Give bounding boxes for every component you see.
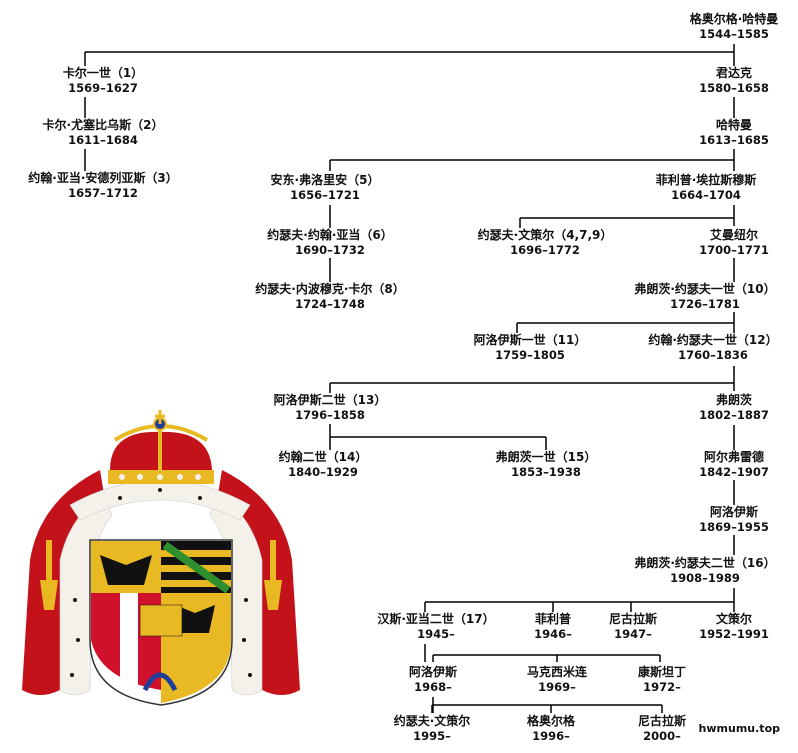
- person-johann-ii: 约翰二世（14）1840–1929: [278, 450, 368, 479]
- person-alois-i: 阿洛伊斯一世（11）1759–1805: [473, 333, 587, 362]
- connector: [329, 159, 734, 171]
- connector: [432, 654, 661, 662]
- person-joseph-johann-adam: 约瑟夫·约翰·亚当（6）1690–1732: [267, 228, 393, 257]
- connector: [84, 97, 735, 118]
- person-joseph-wenzel: 约瑟夫·文策尔（4,7,9）1696–1772: [477, 228, 613, 257]
- person-johann-adam-andreas: 约翰·亚当·安德列亚斯（3）1657–1712: [28, 171, 178, 200]
- connector: [519, 217, 734, 228]
- connector: [84, 44, 735, 66]
- connector: [330, 436, 547, 450]
- tassel-left: [40, 540, 58, 610]
- person-franz-joseph-ii: 弗朗茨·约瑟夫二世（16）1908–1989: [634, 556, 776, 585]
- tassel-right: [264, 540, 282, 610]
- connector: [329, 205, 735, 228]
- watermark-text: hwmumu.top: [698, 722, 780, 735]
- person-franz-i: 弗朗茨一世（15）1853–1938: [495, 450, 597, 479]
- ermine-spots: [70, 488, 252, 677]
- person-hans-adam-ii: 汉斯·亚当二世（17）1945–: [377, 612, 495, 641]
- person-karl-i: 卡尔一世（1）1569–1627: [62, 66, 144, 95]
- person-alois-ii: 阿洛伊斯二世（13）1796–1858: [273, 393, 387, 422]
- connector: [329, 382, 734, 393]
- connector: [424, 601, 734, 612]
- mantle-left: [22, 470, 105, 695]
- crown: [108, 410, 214, 484]
- connector: [431, 704, 663, 713]
- person-joseph-nepomuk-karl: 约瑟夫·内波穆克·卡尔（8）1724–1748: [255, 282, 405, 311]
- shield: [89, 539, 233, 706]
- person-johann-joseph-i: 约翰·约瑟夫一世（12）1760–1836: [648, 333, 778, 362]
- person-karl-eusebius: 卡尔·尤塞比乌斯（2）1611–1684: [42, 118, 164, 147]
- connector: [329, 258, 735, 282]
- ermine-left: [59, 494, 113, 696]
- ermine-right: [209, 494, 263, 696]
- person-anton-florian: 安东·弗洛里安（5）1656–1721: [270, 173, 380, 202]
- person-franz-joseph-i: 弗朗茨·约瑟夫一世（10）1726–1781: [634, 282, 776, 311]
- connector: [516, 322, 734, 333]
- mantle-right: [217, 470, 300, 695]
